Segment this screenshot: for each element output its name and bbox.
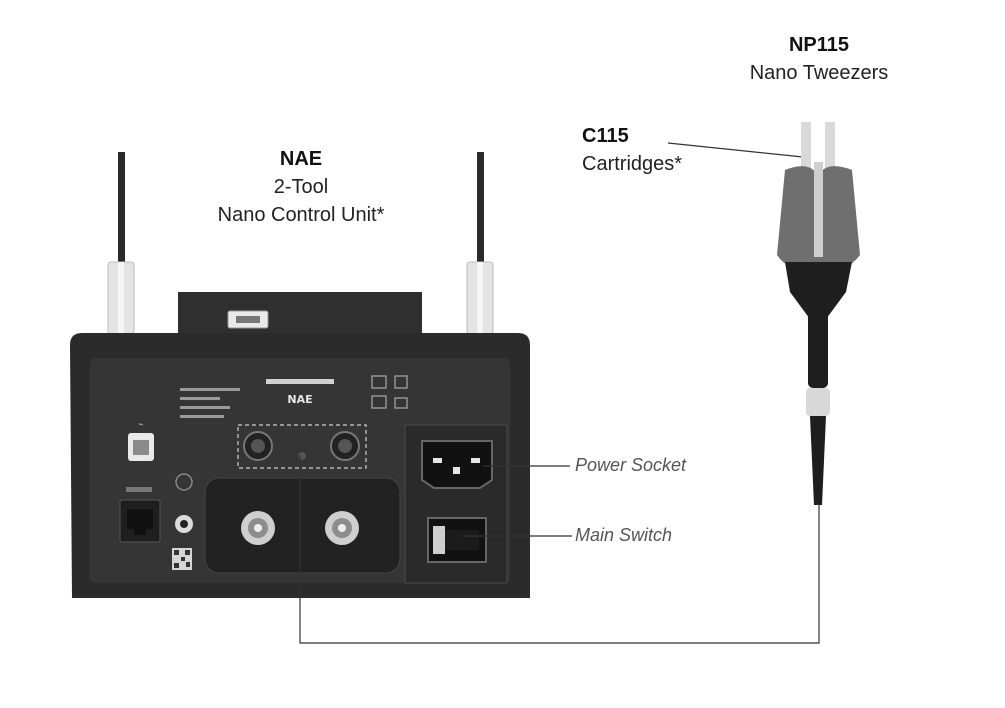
tweezers-label: NP115 Nano Tweezers bbox=[730, 31, 908, 87]
tweezers-code: NP115 bbox=[788, 34, 850, 56]
tool-connector-right bbox=[330, 431, 360, 461]
unit-top-block bbox=[178, 292, 422, 340]
unit-label: NAE 2-Tool Nano Control Unit* bbox=[203, 145, 399, 229]
tool-connector-left bbox=[243, 431, 273, 461]
cert-marks bbox=[371, 375, 408, 409]
cartridges-label: C115 Cartridges* bbox=[582, 122, 682, 178]
main-switch bbox=[427, 517, 487, 563]
svg-text:⌁: ⌁ bbox=[138, 420, 143, 430]
cartridges-code: C115 bbox=[582, 125, 629, 147]
tweezers-name: Nano Tweezers bbox=[749, 62, 889, 84]
main-switch-callout: Main Switch bbox=[575, 525, 673, 545]
coax-connector-right bbox=[325, 511, 359, 545]
brand-logo-bar bbox=[266, 379, 334, 384]
unit-line2: Nano Control Unit* bbox=[217, 204, 385, 226]
unit-line1: 2-Tool bbox=[273, 176, 329, 198]
connector-highlight-box bbox=[237, 424, 367, 469]
right-antenna bbox=[466, 152, 494, 335]
power-socket bbox=[421, 440, 493, 489]
qr-code bbox=[172, 548, 192, 570]
power-socket-callout: Power Socket bbox=[575, 455, 687, 475]
panel-model-label: NAE bbox=[287, 393, 313, 406]
left-antenna bbox=[107, 152, 135, 335]
coax-connector-left bbox=[241, 511, 275, 545]
ethernet-port bbox=[119, 487, 161, 543]
rating-label-lines bbox=[180, 388, 240, 418]
lower-recess bbox=[204, 477, 401, 574]
unit-code: NAE bbox=[279, 148, 323, 170]
usb-b-port: ⌁ bbox=[128, 420, 154, 461]
cartridge-callout-line bbox=[667, 142, 804, 158]
cartridges-name: Cartridges* bbox=[582, 153, 683, 175]
connection-line bbox=[299, 455, 820, 644]
nano-tweezers bbox=[777, 122, 860, 505]
ground-symbol bbox=[175, 473, 193, 491]
